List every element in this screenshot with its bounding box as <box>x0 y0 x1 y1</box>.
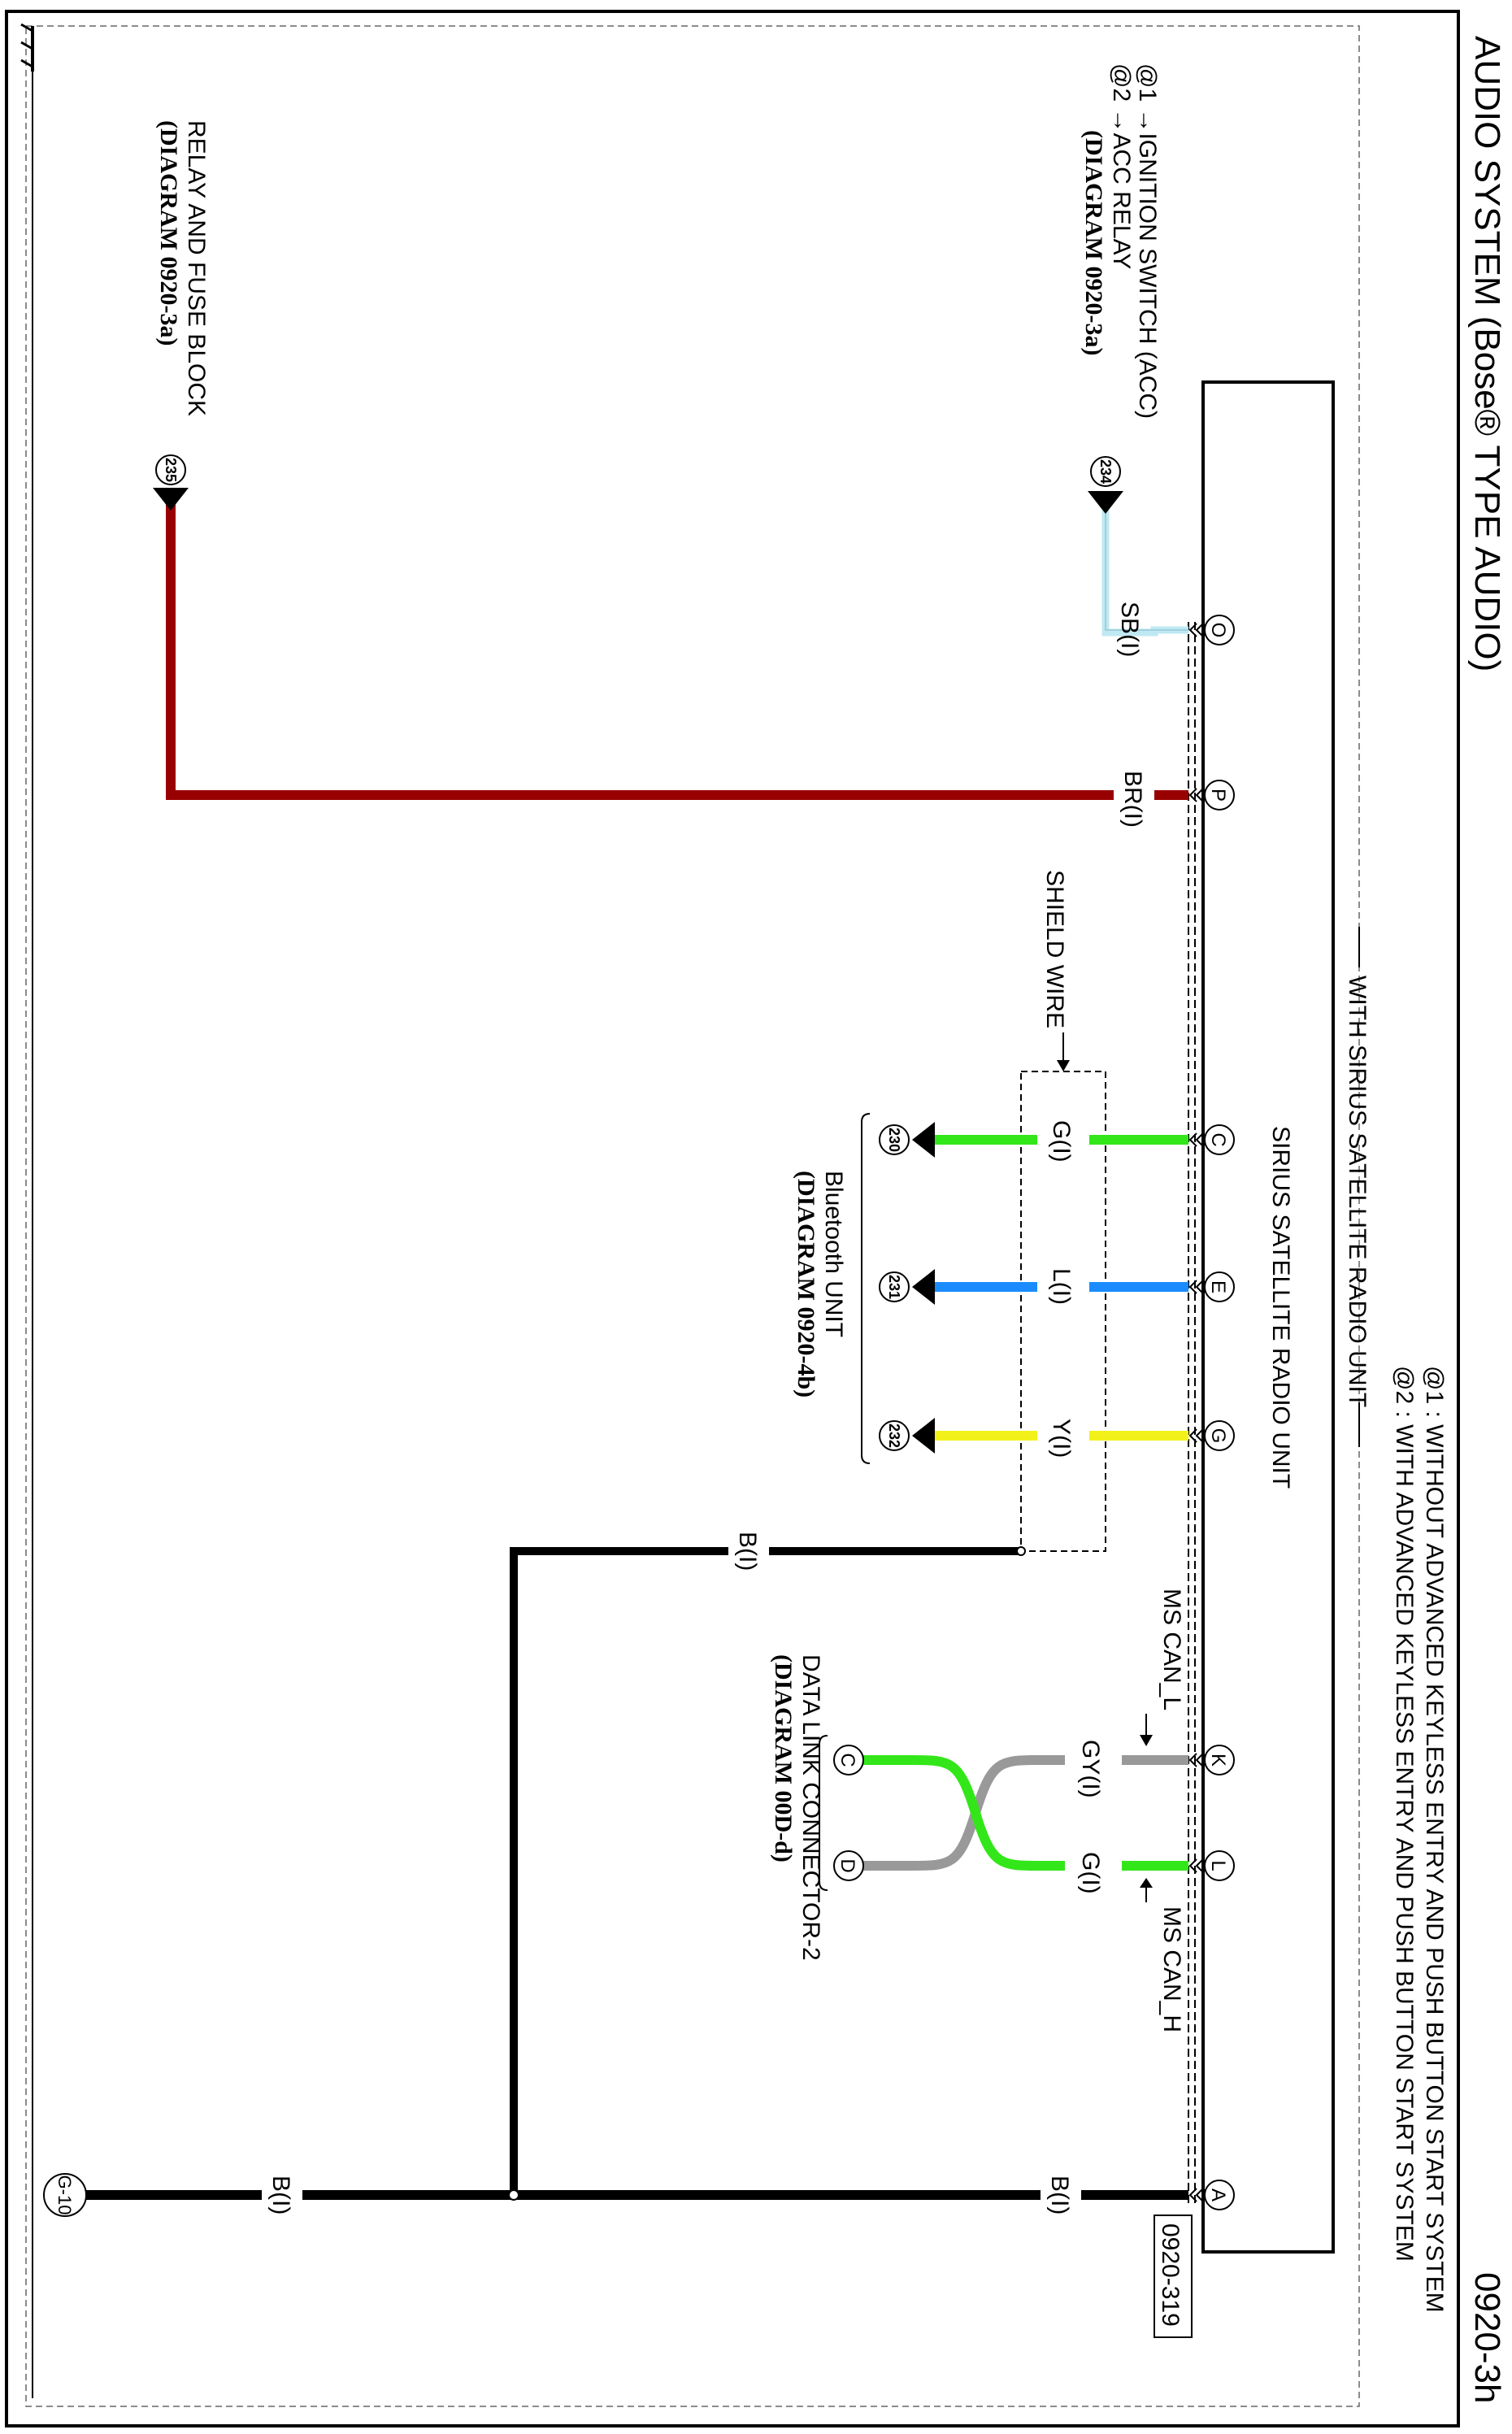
dlc-pin-c: C <box>833 1745 864 1776</box>
connector-code: 0920-319 <box>1157 2223 1184 2327</box>
wire-label-y-g: Y(I) <box>1048 1419 1075 1458</box>
terminal-235: 235 <box>155 454 186 485</box>
svg-text:E: E <box>1207 1280 1229 1293</box>
svg-text:K: K <box>1207 1754 1229 1767</box>
note-2: @2 : WITH ADVANCED KEYLESS ENTRY AND PUS… <box>1391 1366 1418 2262</box>
connector-code-box <box>1154 2215 1193 2338</box>
ms-can-l-arrow-head <box>1140 1735 1153 1746</box>
svg-text:L: L <box>1207 1860 1229 1871</box>
wire-br <box>166 504 1188 800</box>
unit-condition: WITH SIRIUS SATELLITE RADIO UNIT <box>1344 976 1371 1407</box>
label-ms-can-h: MS CAN_H <box>1158 1906 1185 2032</box>
svg-text:D: D <box>836 1858 858 1872</box>
pin-O: O <box>1204 615 1235 645</box>
wire-label-bg-b-shield <box>728 1532 769 1581</box>
pin-L: L <box>1204 1850 1235 1881</box>
dlc-bracket <box>819 1735 828 1891</box>
page-number: 0920-3h <box>1467 2272 1507 2403</box>
arrow-231 <box>912 1269 935 1305</box>
wire-label-b-ground: B(I) <box>267 2175 294 2215</box>
wire-label-sb: SB(I) <box>1116 602 1143 657</box>
ref-bluetooth-line1: Bluetooth UNIT <box>820 1171 847 1337</box>
wire-b-shield <box>510 1547 1021 2195</box>
ref-ignition-line1: @1 →IGNITION SWITCH (ACC) <box>1134 63 1161 419</box>
svg-text:232: 232 <box>886 1423 902 1448</box>
pin-C: C <box>1204 1124 1235 1155</box>
pin-K: K <box>1204 1745 1235 1776</box>
inner-dashed-frame <box>25 25 1360 2407</box>
ms-can-h-arrow-head <box>1140 1878 1153 1888</box>
outer-frame <box>5 10 1460 2427</box>
connector-chevrons <box>1188 623 1204 2202</box>
terminal-232: 232 <box>879 1420 910 1451</box>
ground-icon <box>20 23 34 72</box>
svg-text:234: 234 <box>1097 459 1114 484</box>
ref-dlc-line1: DATA LINK CONNECTOR-2 <box>797 1654 824 1961</box>
wire-can-twist-g <box>862 1755 1065 1871</box>
wire-label-bg-br <box>1114 772 1154 821</box>
terminal-234: 234 <box>1090 456 1121 487</box>
pin-P: P <box>1204 780 1235 811</box>
wire-label-b-shield: B(I) <box>734 1532 761 1571</box>
arrow-234 <box>1088 491 1123 514</box>
shield-wire-arrow-head <box>1057 1060 1070 1071</box>
shield-wire-label: SHIELD WIRE <box>1041 870 1068 1028</box>
svg-text:230: 230 <box>886 1128 902 1152</box>
bluetooth-bracket <box>861 1113 871 1464</box>
ref-ignition-line2: @2 →ACC RELAY <box>1108 63 1135 269</box>
unit-box <box>1201 380 1335 2254</box>
ref-relay-fuse-line2: (DIAGRAM 0920-3a) <box>155 120 182 346</box>
shield-drain-dot <box>1016 1546 1026 1556</box>
pin-G: G <box>1204 1420 1235 1451</box>
wire-label-g-l: G(I) <box>1077 1852 1104 1894</box>
svg-text:231: 231 <box>886 1275 902 1299</box>
wire-label-br: BR(I) <box>1119 771 1146 828</box>
wire-label-bg-b-ground <box>262 2175 302 2224</box>
ground-point-g10: G-10 <box>43 2173 87 2217</box>
junction-dot <box>508 2189 519 2201</box>
wire-label-gy-k: GY(I) <box>1077 1740 1104 1798</box>
pin-A: A <box>1204 2180 1235 2210</box>
svg-text:O: O <box>1207 623 1229 638</box>
arrow-232 <box>912 1418 935 1454</box>
wire-sb-outline <box>1105 504 1188 631</box>
dlc-pin-d: D <box>833 1850 864 1881</box>
wire-label-l-e: L(I) <box>1048 1268 1075 1305</box>
ref-bluetooth-line2: (DIAGRAM 0920-4b) <box>793 1171 819 1397</box>
arrow-235 <box>153 488 189 511</box>
note-1: @1 : WITHOUT ADVANCED KEYLESS ENTRY AND … <box>1421 1366 1448 2313</box>
svg-text:A: A <box>1207 2188 1229 2201</box>
svg-text:235: 235 <box>163 458 179 482</box>
ref-dlc-line2: (DIAGRAM 00D-d) <box>770 1654 797 1862</box>
arrow-230 <box>912 1122 935 1158</box>
svg-text:C: C <box>1207 1132 1229 1146</box>
svg-text:G-10: G-10 <box>54 2175 75 2215</box>
wire-label-bg-b-a <box>1041 2175 1081 2224</box>
wire-label-b-a: B(I) <box>1046 2175 1073 2215</box>
terminal-231: 231 <box>879 1271 910 1302</box>
svg-text:C: C <box>836 1753 858 1767</box>
pin-E: E <box>1204 1271 1235 1302</box>
label-ms-can-l: MS CAN_L <box>1158 1589 1185 1710</box>
svg-text:P: P <box>1207 789 1229 802</box>
ref-relay-fuse-line1: RELAY AND FUSE BLOCK <box>183 120 210 416</box>
wire-label-g-c: G(I) <box>1048 1120 1075 1163</box>
terminal-230: 230 <box>879 1124 910 1155</box>
page-title: AUDIO SYSTEM (Bose® TYPE AUDIO) <box>1467 36 1507 672</box>
ref-ignition-line3: (DIAGRAM 0920-3a) <box>1080 130 1107 355</box>
unit-name: SIRIUS SATELLITE RADIO UNIT <box>1267 1126 1294 1489</box>
svg-text:G: G <box>1207 1428 1229 1444</box>
